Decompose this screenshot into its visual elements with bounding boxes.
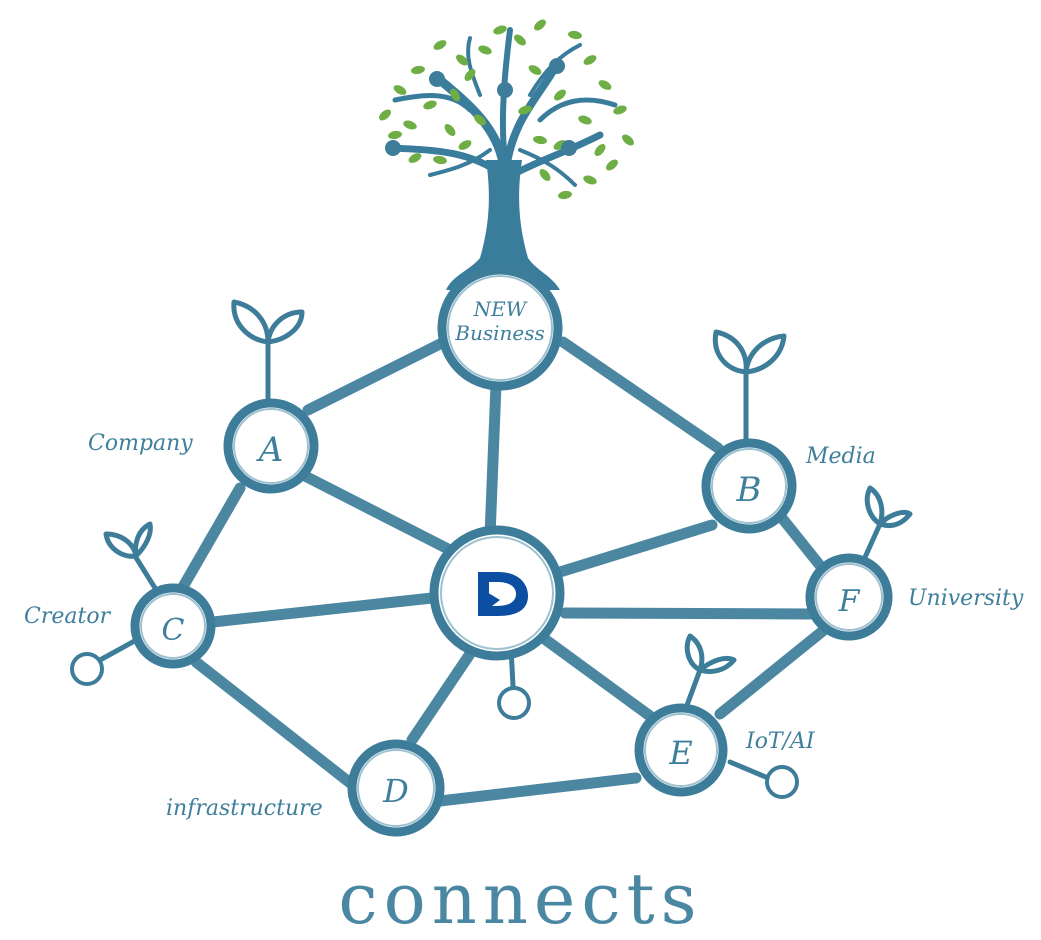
- edge-newbusiness-a: [302, 336, 450, 416]
- edge-c-d: [190, 656, 360, 792]
- node-e-label: E: [668, 734, 692, 772]
- label-infrastructure: infrastructure: [166, 796, 323, 821]
- edge-newbusiness-b: [557, 336, 724, 454]
- label-media: Media: [805, 444, 876, 469]
- label-university: University: [908, 586, 1024, 611]
- sprout-icon: [231, 299, 305, 408]
- satellite-circle: [70, 652, 104, 686]
- edge-b-f: [776, 512, 828, 574]
- node-e: E: [634, 703, 728, 797]
- node-f: F: [805, 553, 893, 641]
- node-hub: [429, 525, 565, 661]
- node-d-label: D: [382, 772, 409, 810]
- edge-b-hub: [554, 519, 718, 578]
- node-a-label: A: [256, 430, 284, 470]
- footer-title: connects: [338, 858, 703, 940]
- network-edges: [97, 336, 830, 807]
- node-new-business-label-line1: NEW: [473, 297, 528, 321]
- node-f-label: F: [838, 584, 861, 619]
- sprouts: [103, 299, 913, 711]
- node-a: A: [223, 398, 319, 494]
- edge-f-e: [714, 624, 830, 720]
- satellite-circle: [765, 765, 799, 799]
- edge-c-satellite: [97, 635, 143, 663]
- edge-a-hub: [299, 470, 456, 556]
- node-b-label: B: [736, 470, 762, 510]
- node-new-business-label-line2: Business: [454, 321, 544, 345]
- edge-e-satellite: [727, 759, 771, 781]
- node-c-label: C: [162, 613, 185, 648]
- edge-c-hub: [207, 592, 438, 628]
- satellite-circle: [497, 686, 531, 720]
- node-d: D: [347, 739, 445, 837]
- edge-hub-e: [540, 634, 656, 722]
- node-c: C: [130, 583, 216, 669]
- edge-newbusiness-hub: [484, 379, 502, 542]
- node-new-business: NEW Business: [437, 265, 563, 391]
- d-logo-icon: [478, 572, 528, 616]
- sprout-icon: [712, 329, 787, 446]
- label-creator: Creator: [24, 604, 112, 629]
- edge-hub-d: [406, 639, 482, 746]
- sprout-icon: [683, 633, 737, 711]
- edge-d-e: [434, 772, 642, 807]
- label-company: Company: [88, 431, 193, 456]
- sprout-icon: [859, 485, 913, 567]
- label-iot-ai: IoT/AI: [745, 729, 816, 754]
- node-b: B: [701, 438, 797, 534]
- edge-a-c: [174, 482, 246, 598]
- tree-icon: [379, 19, 634, 290]
- sprout-icon: [103, 521, 158, 591]
- edge-hub-f: [559, 607, 816, 620]
